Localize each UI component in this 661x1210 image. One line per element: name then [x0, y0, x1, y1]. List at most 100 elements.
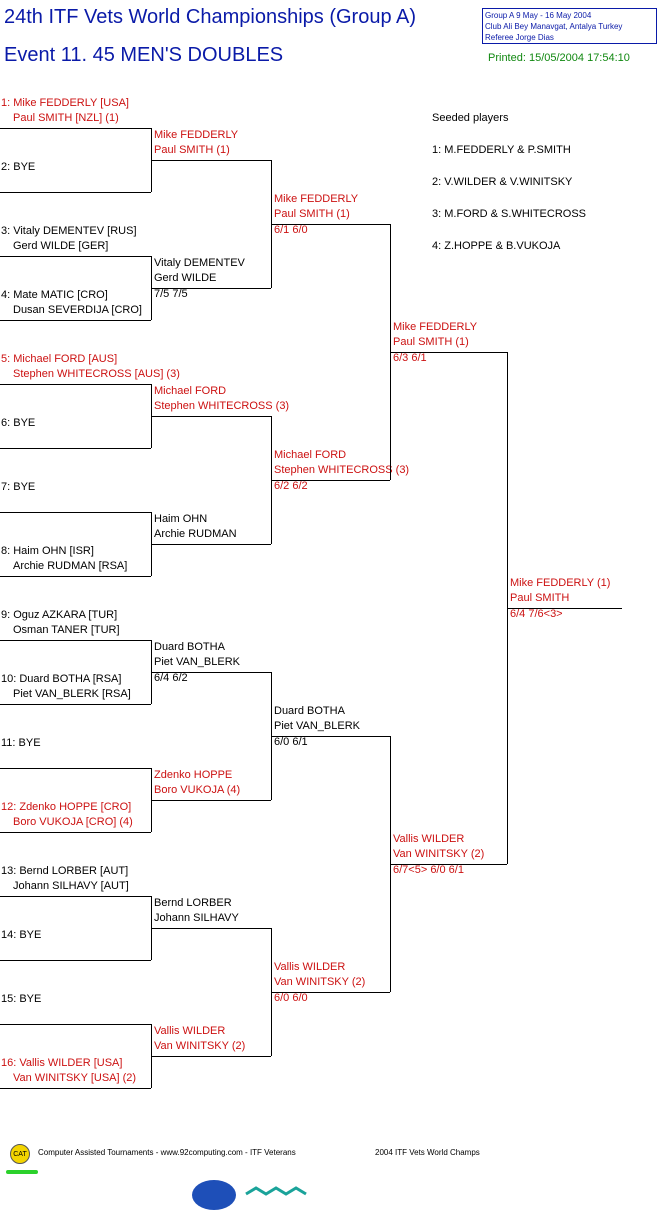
bracket-line	[0, 448, 151, 449]
r1-player1: 8: Haim OHN [ISR]	[1, 545, 94, 557]
r1-player1: 16: Vallis WILDER [USA]	[1, 1057, 123, 1069]
r2-player1: Michael FORD	[154, 385, 227, 397]
r3-player2: Paul SMITH (1)	[274, 208, 350, 220]
r1-player1: 12: Zdenko HOPPE [CRO]	[1, 801, 132, 813]
r1-player1: 6: BYE	[1, 417, 36, 429]
r1-player2: Boro VUKOJA [CRO] (4)	[13, 816, 133, 828]
bracket-line	[0, 320, 151, 321]
footer-credit: Computer Assisted Tournaments - www.92co…	[38, 1148, 296, 1157]
bracket-line	[151, 800, 271, 801]
r4-player2: Paul SMITH (1)	[393, 336, 469, 348]
r1-player2: Stephen WHITECROSS [AUS] (3)	[13, 368, 180, 380]
r2-player2: Piet VAN_BLERK	[154, 656, 241, 668]
r4-player1: Mike FEDDERLY	[393, 321, 478, 333]
r4-player2: Van WINITSKY (2)	[393, 848, 485, 860]
r1-player2: Archie RUDMAN [RSA]	[13, 560, 128, 572]
r1-player1: 11: BYE	[1, 737, 41, 749]
r2-player2: Gerd WILDE	[154, 272, 217, 284]
info-line: Group A 9 May - 16 May 2004	[485, 11, 592, 20]
r3-score: 6/0 6/0	[274, 992, 308, 1004]
r3-score: 6/2 6/2	[274, 480, 308, 492]
bracket-line	[0, 192, 151, 193]
info-line: Club Ali Bey Manavgat, Antalya Turkey	[485, 22, 623, 31]
itf-logo	[192, 1180, 236, 1210]
cat-logo: CAT	[10, 1144, 30, 1164]
bracket-line	[507, 608, 622, 609]
bracket-line	[0, 384, 151, 385]
r1-player2: Johann SILHAVY [AUT]	[13, 880, 129, 892]
seeded-player: 2: V.WILDER & V.WINITSKY	[432, 176, 573, 188]
r1-player2: Paul SMITH [NZL] (1)	[13, 112, 119, 124]
r1-player1: 14: BYE	[1, 929, 42, 941]
r2-player2: Van WINITSKY (2)	[154, 1040, 246, 1052]
info-line: Referee Jorge Dias	[485, 33, 554, 42]
r3-score: 6/1 6/0	[274, 224, 308, 236]
r1-player1: 10: Duard BOTHA [RSA]	[1, 673, 122, 685]
r1-player1: 3: Vitaly DEMENTEV [RUS]	[1, 225, 137, 237]
footer-event: 2004 ITF Vets World Champs	[375, 1148, 480, 1157]
r4-score: 6/3 6/1	[393, 352, 427, 364]
tournament-info-box: Group A 9 May - 16 May 2004 Club Ali Bey…	[482, 8, 657, 44]
r3-score: 6/0 6/1	[274, 736, 308, 748]
r3-player2: Piet VAN_BLERK	[274, 720, 361, 732]
r2-player2: Stephen WHITECROSS (3)	[154, 400, 290, 412]
r1-player1: 7: BYE	[1, 481, 36, 493]
seeded-player: 1: M.FEDDERLY & P.SMITH	[432, 144, 571, 156]
r2-player2: Johann SILHAVY	[154, 912, 239, 924]
bracket-line	[0, 512, 151, 513]
r3-player1: Michael FORD	[274, 449, 347, 461]
r1-player2: Piet VAN_BLERK [RSA]	[13, 688, 131, 700]
r3-player1: Vallis WILDER	[274, 961, 346, 973]
r1-player1: 5: Michael FORD [AUS]	[1, 353, 118, 365]
r2-score: 6/4 6/2	[154, 672, 188, 684]
r2-player1: Mike FEDDERLY	[154, 129, 239, 141]
bracket-line	[0, 640, 151, 641]
bracket-line	[0, 1024, 151, 1025]
bracket-line	[151, 416, 271, 417]
r1-player1: 13: Bernd LORBER [AUT]	[1, 865, 129, 877]
seeded-player: 3: M.FORD & S.WHITECROSS	[432, 208, 587, 220]
r1-player2: Osman TANER [TUR]	[13, 624, 120, 636]
bracket-line	[271, 480, 390, 481]
bracket-line	[151, 544, 271, 545]
final-score: 6/4 7/6<3>	[510, 608, 563, 620]
bracket-line	[0, 128, 151, 129]
r2-player1: Zdenko HOPPE	[154, 769, 233, 781]
bracket-line	[271, 224, 390, 225]
bracket-line	[390, 352, 507, 353]
bracket-line	[151, 160, 271, 161]
bracket-line	[151, 288, 271, 289]
bracket-line	[390, 864, 507, 865]
bracket-line	[0, 256, 151, 257]
tournament-title: 24th ITF Vets World Championships (Group…	[4, 6, 417, 28]
event-title: Event 11. 45 MEN'S DOUBLES	[4, 44, 284, 66]
bracket-line	[0, 1088, 151, 1089]
r2-score: 7/5 7/5	[154, 288, 188, 300]
r3-player1: Duard BOTHA	[274, 705, 345, 717]
logo-underline	[6, 1170, 38, 1174]
bracket-line	[0, 704, 151, 705]
bracket-line	[151, 928, 271, 929]
r1-player1: 1: Mike FEDDERLY [USA]	[1, 97, 129, 109]
r3-player2: Van WINITSKY (2)	[274, 976, 366, 988]
r2-player2: Paul SMITH (1)	[154, 144, 230, 156]
bracket-line	[151, 672, 271, 673]
seeded-players-title: Seeded players	[432, 112, 509, 124]
seeded-player: 4: Z.HOPPE & B.VUKOJA	[432, 240, 561, 252]
r1-player1: 4: Mate MATIC [CRO]	[1, 289, 108, 301]
r1-player2: Gerd WILDE [GER]	[13, 240, 109, 252]
r1-player2: Dusan SEVERDIJA [CRO]	[13, 304, 142, 316]
r4-score: 6/7<5> 6/0 6/1	[393, 864, 464, 876]
bracket-line	[271, 992, 390, 993]
r2-player2: Boro VUKOJA (4)	[154, 784, 241, 796]
r2-player1: Vallis WILDER	[154, 1025, 226, 1037]
bracket-line	[0, 832, 151, 833]
champion-player2: Paul SMITH	[510, 592, 570, 604]
r1-player2: Van WINITSKY [USA] (2)	[13, 1072, 137, 1084]
bracket-line	[0, 896, 151, 897]
r2-player1: Bernd LORBER	[154, 897, 232, 909]
bracket-line	[0, 576, 151, 577]
sponsor-logo	[245, 1186, 307, 1196]
r2-player1: Vitaly DEMENTEV	[154, 257, 245, 269]
r1-player1: 9: Oguz AZKARA [TUR]	[1, 609, 118, 621]
